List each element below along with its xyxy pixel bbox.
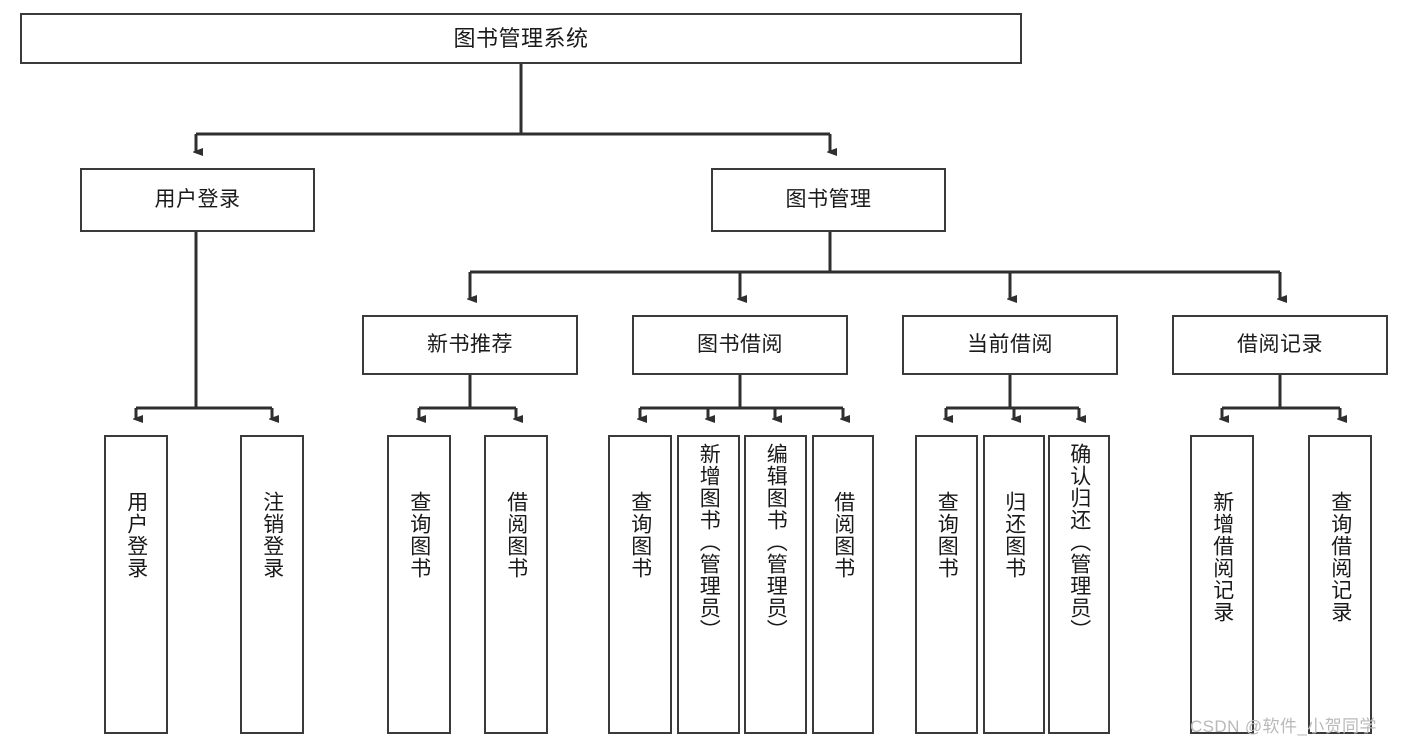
node-user-login[interactable]: 用户登录 [80, 168, 315, 232]
watermark-text: CSDN @软件_小贺同学 [1190, 717, 1377, 736]
node-leaf-logout-label: 注销登录 [260, 491, 284, 579]
node-leaf-return-book-label: 归还图书 [1002, 491, 1026, 579]
node-leaf-query-book-recommend-label: 查询图书 [407, 491, 431, 579]
node-leaf-query-book-current-label: 查询图书 [935, 491, 959, 579]
node-leaf-user-login[interactable]: 用户登录 [104, 435, 168, 734]
node-leaf-borrow-book-recommend[interactable]: 借阅图书 [484, 435, 548, 734]
node-book-management[interactable]: 图书管理 [711, 168, 946, 232]
node-leaf-borrow-book-label: 借阅图书 [831, 491, 855, 579]
node-new-book-recommend-label: 新书推荐 [427, 332, 513, 356]
node-leaf-edit-book-admin-label: 编辑图书（管理员） [764, 443, 788, 641]
node-current-borrow[interactable]: 当前借阅 [902, 315, 1118, 375]
node-current-borrow-label: 当前借阅 [967, 332, 1053, 356]
node-book-management-label: 图书管理 [785, 187, 872, 211]
node-borrow-record-label: 借阅记录 [1237, 332, 1323, 356]
node-leaf-edit-book-admin[interactable]: 编辑图书（管理员） [744, 435, 807, 734]
node-leaf-add-borrow-record-label: 新增借阅记录 [1210, 491, 1234, 623]
node-leaf-user-login-label: 用户登录 [124, 491, 148, 579]
node-leaf-confirm-return-admin[interactable]: 确认归还（管理员） [1048, 435, 1110, 734]
node-leaf-confirm-return-admin-label: 确认归还（管理员） [1067, 443, 1091, 641]
node-leaf-query-book-borrow[interactable]: 查询图书 [608, 435, 672, 734]
node-book-borrow-label: 图书借阅 [697, 332, 783, 356]
node-leaf-query-book-current[interactable]: 查询图书 [915, 435, 978, 734]
node-leaf-borrow-book[interactable]: 借阅图书 [812, 435, 874, 734]
node-root-system-label: 图书管理系统 [453, 25, 589, 51]
node-root-system[interactable]: 图书管理系统 [20, 13, 1022, 64]
node-leaf-add-book-admin[interactable]: 新增图书（管理员） [677, 435, 740, 734]
node-book-borrow[interactable]: 图书借阅 [632, 315, 848, 375]
node-leaf-query-book-borrow-label: 查询图书 [628, 491, 652, 579]
node-borrow-record[interactable]: 借阅记录 [1172, 315, 1388, 375]
node-user-login-label: 用户登录 [154, 187, 241, 211]
node-new-book-recommend[interactable]: 新书推荐 [362, 315, 578, 375]
node-leaf-query-borrow-record[interactable]: 查询借阅记录 [1308, 435, 1372, 734]
node-leaf-query-book-recommend[interactable]: 查询图书 [387, 435, 451, 734]
node-leaf-add-borrow-record[interactable]: 新增借阅记录 [1190, 435, 1254, 734]
node-leaf-logout[interactable]: 注销登录 [240, 435, 304, 734]
node-leaf-return-book[interactable]: 归还图书 [983, 435, 1045, 734]
node-leaf-add-book-admin-label: 新增图书（管理员） [697, 443, 721, 641]
node-leaf-query-borrow-record-label: 查询借阅记录 [1328, 491, 1352, 623]
node-leaf-borrow-book-recommend-label: 借阅图书 [504, 491, 528, 579]
